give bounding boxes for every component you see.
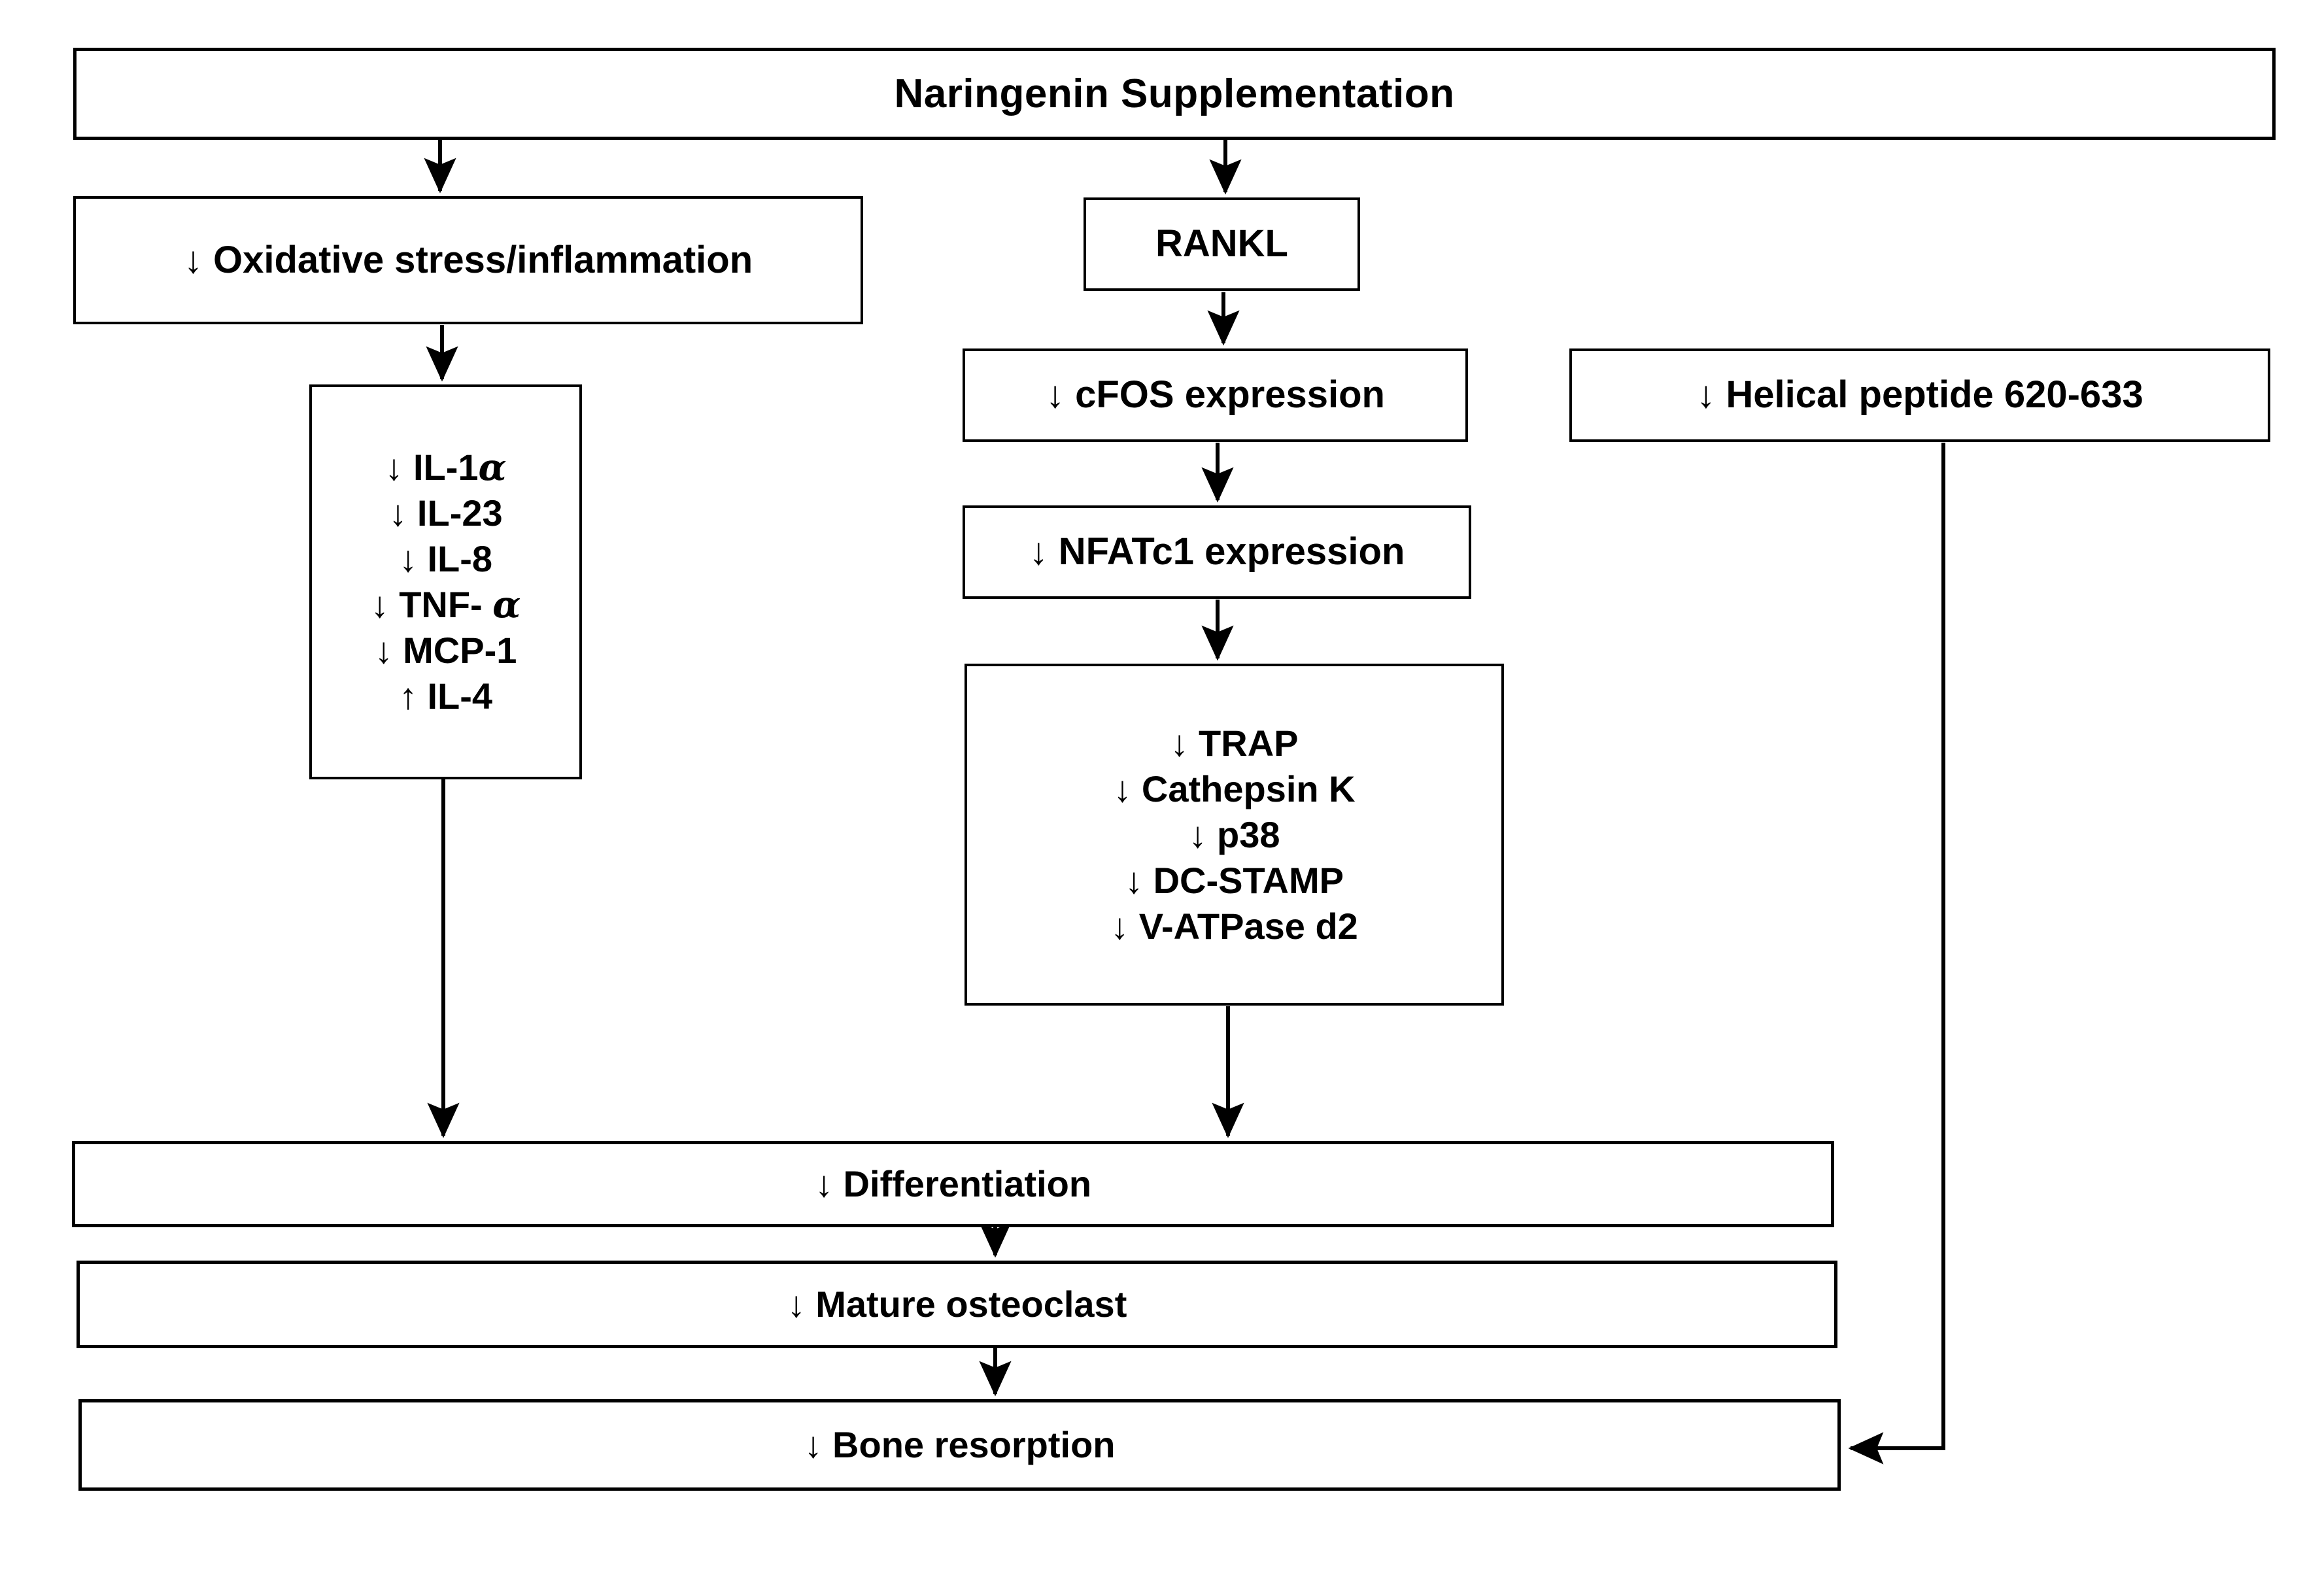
cytokine-name: TNF-	[399, 584, 493, 625]
marker-name: p38	[1217, 813, 1280, 855]
list-item: ↓ Cathepsin K	[1113, 766, 1355, 812]
node-differentiation: ↓ Differentiation	[72, 1141, 1834, 1227]
node-naringenin-label: Naringenin Supplementation	[894, 71, 1455, 116]
cytokine-name: IL-4	[427, 675, 493, 717]
node-cfos-expression: ↓ cFOS expression	[963, 348, 1468, 442]
list-item: ↓ IL-1α	[384, 445, 506, 490]
cytokine-name: IL-23	[417, 492, 503, 534]
cytokine-arrow: ↓	[388, 492, 407, 534]
node-naringenin-supplementation: Naringenin Supplementation	[73, 48, 2276, 140]
node-differentiation-label: ↓ Differentiation	[814, 1163, 1092, 1204]
cytokine-arrow: ↓	[374, 630, 393, 671]
list-item: ↓ MCP-1	[375, 628, 517, 673]
node-bone-resorption-label: ↓ Bone resorption	[804, 1423, 1116, 1465]
node-nfatc1-expression: ↓ NFATc1 expression	[963, 505, 1471, 599]
list-item: ↓ DC-STAMP	[1125, 858, 1344, 904]
marker-name: V-ATPase d2	[1138, 905, 1358, 947]
node-helical-peptide-label: ↓ Helical peptide 620-633	[1696, 373, 2143, 416]
cytokine-greek: α	[492, 583, 521, 626]
node-oxidative-label: ↓ Oxidative stress/inflammation	[183, 238, 753, 281]
cytokine-arrow: ↓	[370, 584, 389, 625]
cytokine-name: MCP-1	[403, 630, 517, 671]
node-rankl-label: RANKL	[1155, 222, 1288, 265]
node-oxidative-stress: ↓ Oxidative stress/inflammation	[73, 196, 863, 324]
marker-arrow: ↓	[1188, 813, 1207, 855]
node-cfos-label: ↓ cFOS expression	[1046, 373, 1385, 416]
marker-name: Cathepsin K	[1141, 768, 1356, 809]
node-mature-osteoclast-label: ↓ Mature osteoclast	[787, 1283, 1127, 1325]
node-helical-peptide: ↓ Helical peptide 620-633	[1569, 348, 2270, 442]
marker-arrow: ↓	[1125, 859, 1144, 901]
marker-name: TRAP	[1199, 722, 1299, 764]
cytokine-arrow: ↓	[398, 538, 417, 579]
cytokine-name: IL-8	[427, 538, 493, 579]
node-rankl: RANKL	[1084, 197, 1360, 291]
node-osteoclast-marker-list: ↓ TRAP ↓ Cathepsin K ↓ p38 ↓ DC-STAMP ↓ …	[965, 664, 1504, 1006]
list-item: ↑ IL-4	[399, 673, 492, 719]
marker-arrow: ↓	[1110, 905, 1129, 947]
marker-name: DC-STAMP	[1153, 859, 1344, 901]
list-item: ↓ TNF- α	[371, 582, 521, 628]
node-cytokine-list: ↓ IL-1α ↓ IL-23 ↓ IL-8 ↓ TNF- α ↓ MCP-1 …	[309, 384, 582, 779]
list-item: ↓ IL-8	[399, 536, 492, 582]
list-item: ↓ V-ATPase d2	[1110, 904, 1358, 949]
edge-helical-to-bone	[1848, 443, 1945, 1465]
node-nfatc1-label: ↓ NFATc1 expression	[1029, 530, 1405, 573]
list-item: ↓ p38	[1188, 812, 1280, 858]
cytokine-arrow: ↑	[398, 675, 417, 717]
cytokine-arrow: ↓	[384, 447, 403, 488]
marker-arrow: ↓	[1170, 722, 1189, 764]
list-item: ↓ TRAP	[1170, 721, 1298, 766]
marker-arrow: ↓	[1113, 768, 1132, 809]
node-mature-osteoclast: ↓ Mature osteoclast	[77, 1261, 1837, 1348]
node-bone-resorption: ↓ Bone resorption	[78, 1399, 1841, 1491]
list-item: ↓ IL-23	[388, 490, 502, 536]
cytokine-greek: α	[478, 446, 507, 489]
cytokine-name: IL-1	[413, 447, 479, 488]
